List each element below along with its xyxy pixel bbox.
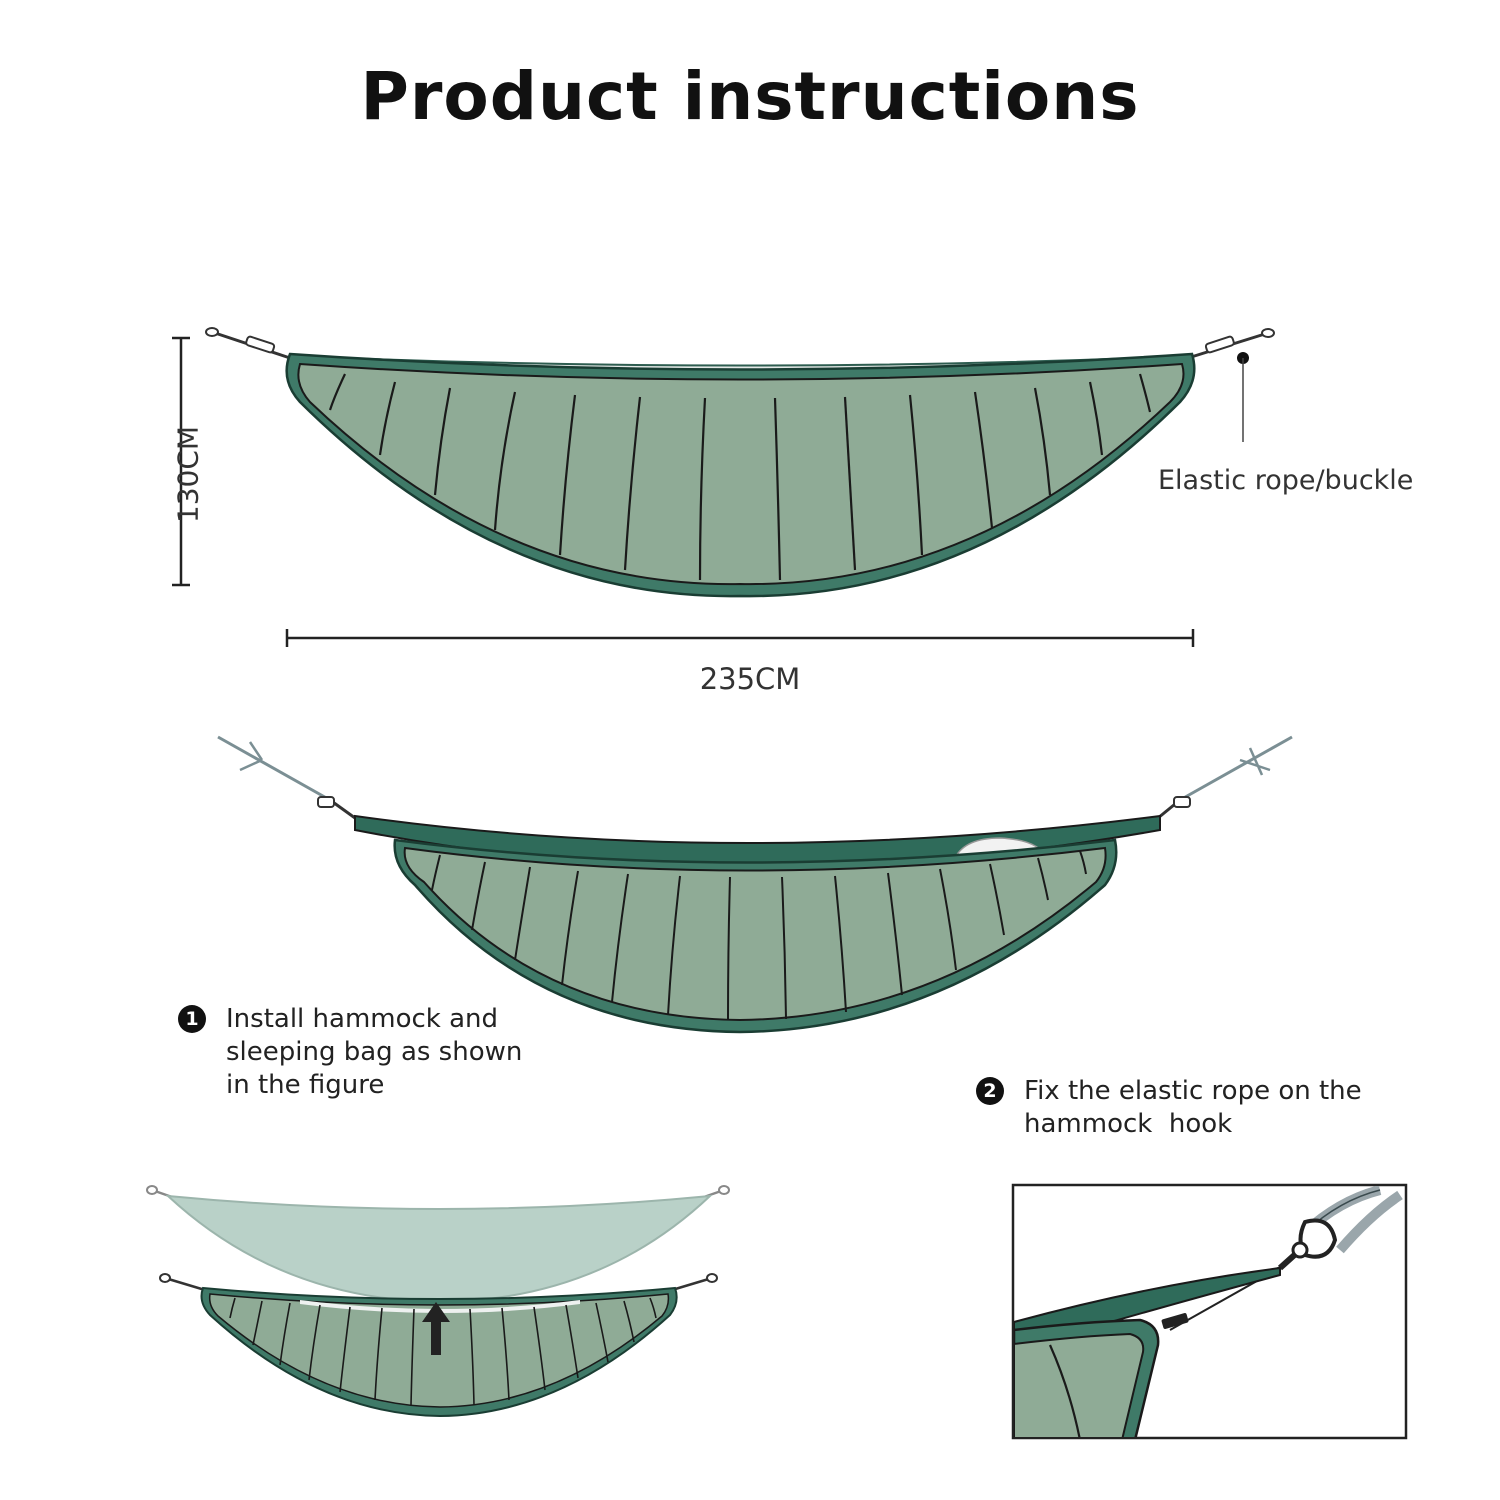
step-2: 2 Fix the elastic rope on the hammock ho… xyxy=(976,1075,1364,1141)
page-title: Product instructions xyxy=(360,58,1140,135)
step-1: 1 Install hammock and sleeping bag as sh… xyxy=(178,1003,526,1102)
width-dimension-label: 235CM xyxy=(699,662,801,696)
step-1-text: Install hammock and sleeping bag as show… xyxy=(226,1004,523,1100)
underquilt-dimension-figure xyxy=(172,327,1275,647)
up-arrow-icon xyxy=(422,1302,450,1355)
installed-hammock-figure xyxy=(217,735,1293,1034)
height-dimension-label: 130CM xyxy=(171,425,205,524)
hook-detail-figure xyxy=(1011,1183,1408,1440)
step-2-text: Fix the elastic rope on the hammock hook xyxy=(1024,1076,1370,1139)
step-1-number: 1 xyxy=(178,1005,206,1033)
liner-attach-figure xyxy=(146,1185,730,1418)
hook-icon xyxy=(1298,1218,1338,1259)
step-2-number: 2 xyxy=(976,1077,1004,1105)
liner-fabric xyxy=(165,1194,713,1304)
elastic-rope-callout: Elastic rope/buckle xyxy=(1158,465,1414,496)
